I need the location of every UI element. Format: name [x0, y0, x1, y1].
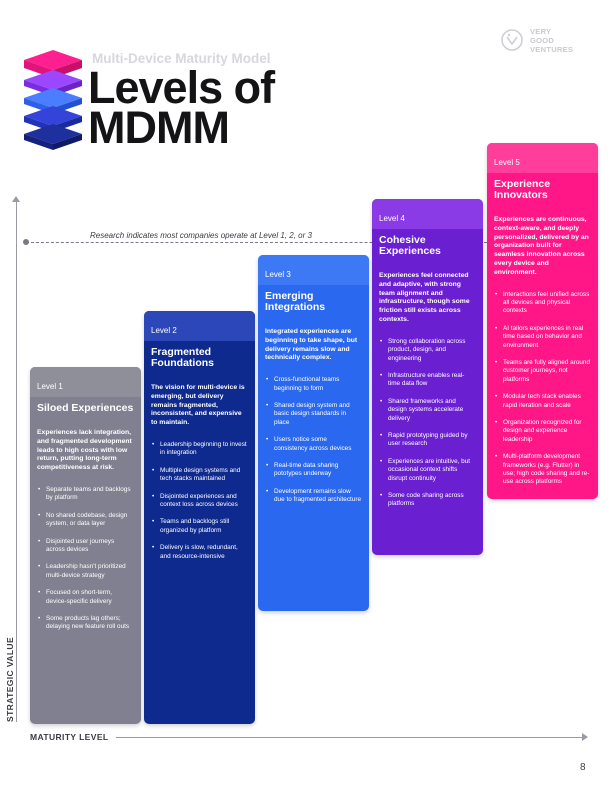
- brand-line-1: VERY: [530, 27, 552, 36]
- level-bullet-item: Some products lag others; delaying new f…: [37, 615, 134, 632]
- level-heading: Siloed Experiences: [37, 402, 134, 414]
- level-card-header: Level 3: [258, 255, 369, 285]
- level-bullets: Cross-functional teams beginning to form…: [265, 376, 362, 504]
- level-heading: Emerging Integrations: [265, 290, 326, 313]
- brand-line-3: VENTURES: [530, 45, 574, 54]
- level-bullets: Interactions feel unified across all dev…: [494, 291, 591, 487]
- level-card-body: Fragmented Foundations The vision for mu…: [144, 341, 255, 561]
- level-bullet-item: Leadership hasn't prioritized multi-devi…: [37, 563, 134, 580]
- level-bullet-item: Disjointed experiences and context loss …: [151, 493, 248, 510]
- level-bullet-item: Real-time data sharing pototypes underwa…: [265, 462, 362, 479]
- level-bullet-item: Separate teams and backlogs by platform: [37, 486, 134, 503]
- level-bullet-item: Strong collaboration across product, des…: [379, 338, 476, 363]
- level-card-4: Level 4 Cohesive Experiences Experiences…: [372, 199, 483, 555]
- level-heading: Experience Innovators: [494, 178, 551, 201]
- level-bullet-item: No shared codebase, design system, or da…: [37, 512, 134, 529]
- level-heading: Fragmented Foundations: [151, 346, 214, 369]
- level-bullet-item: Organization recognized for design and e…: [494, 419, 591, 444]
- level-bullet-item: Rapid prototyping guided by user researc…: [379, 432, 476, 449]
- level-bullet-item: Experiences are intuitive, but occasiona…: [379, 458, 476, 483]
- brand-wordmark: VERY GOOD VENTURES: [530, 27, 573, 54]
- level-bullet-item: Development remains slow due to fragment…: [265, 488, 362, 505]
- level-bullet-item: AI tailors experiences in real time base…: [494, 325, 591, 350]
- level-bullet-item: Focused on short-term, device-specific d…: [37, 589, 134, 606]
- level-bullet-item: Interactions feel unified across all dev…: [494, 291, 591, 316]
- title-line-2: MDMM: [88, 102, 230, 153]
- research-divider: [26, 242, 492, 243]
- level-description: Experiences feel connected and adaptive,…: [379, 272, 470, 323]
- level-bullet-item: Users notice some consistency across dev…: [265, 436, 362, 453]
- x-axis-arrow-icon: [582, 733, 588, 741]
- level-heading: Cohesive Experiences: [379, 234, 441, 257]
- research-note: Research indicates most companies operat…: [86, 231, 316, 240]
- brand-logo: VERY GOOD VENTURES: [500, 26, 580, 54]
- level-card-header: Level 2: [144, 311, 255, 341]
- x-axis-label: MATURITY LEVEL: [30, 732, 109, 742]
- level-bullet-item: Cross-functional teams beginning to form: [265, 376, 362, 393]
- level-bullet-item: Multiple design systems and tech stacks …: [151, 467, 248, 484]
- level-bullet-item: Shared frameworks and design systems acc…: [379, 398, 476, 423]
- page-number: 8: [580, 762, 586, 773]
- level-card-body: Emerging Integrations Integrated experie…: [258, 285, 369, 505]
- page-title: Levels of MDMM: [88, 62, 275, 153]
- level-description: Integrated experiences are beginning to …: [265, 328, 358, 362]
- level-card-body: Experience Innovators Experiences are co…: [487, 173, 598, 487]
- level-bullet-item: Multi-platform development frameworks (e…: [494, 453, 591, 487]
- level-bullet-item: Disjointed user journeys across devices: [37, 538, 134, 555]
- level-bullets: Strong collaboration across product, des…: [379, 338, 476, 509]
- level-bullets: Leadership beginning to invest in integr…: [151, 441, 248, 561]
- level-card-body: Siloed Experiences Experiences lack inte…: [30, 397, 141, 632]
- mdmm-logo-icon: [24, 50, 82, 150]
- level-description: Experiences are continuous, context-awar…: [494, 216, 589, 276]
- level-description: Experiences lack integration, and fragme…: [37, 429, 132, 472]
- title-line-1: Levels of: [88, 62, 275, 113]
- y-axis-label: STRATEGIC VALUE: [5, 636, 15, 722]
- level-card-1: Level 1 Siloed Experiences Experiences l…: [30, 367, 141, 724]
- level-bullet-item: Leadership beginning to invest in integr…: [151, 441, 248, 458]
- x-axis-line: [116, 737, 582, 738]
- brand-line-2: GOOD: [530, 36, 555, 45]
- level-bullet-item: Teams are fully aligned around customer …: [494, 359, 591, 384]
- level-bullet-item: Modular tech stack enables rapid iterati…: [494, 393, 591, 410]
- level-description: The vision for multi-device is emerging,…: [151, 384, 245, 427]
- level-card-3: Level 3 Emerging Integrations Integrated…: [258, 255, 369, 611]
- level-bullets: Separate teams and backlogs by platformN…: [37, 486, 134, 632]
- level-card-header: Level 1: [30, 367, 141, 397]
- level-card-header: Level 4: [372, 199, 483, 229]
- research-start-dot: [23, 239, 29, 245]
- brand-mark-icon: [501, 29, 523, 51]
- level-card-2: Level 2 Fragmented Foundations The visio…: [144, 311, 255, 724]
- level-bullet-item: Delivery is slow, redundant, and resourc…: [151, 544, 248, 561]
- page-subtitle: Multi-Device Maturity Model: [92, 51, 271, 66]
- level-card-header: Level 5: [487, 143, 598, 173]
- level-bullet-item: Teams and backlogs still organized by pl…: [151, 518, 248, 535]
- level-bullet-item: Infrastructure enables real-time data fl…: [379, 372, 476, 389]
- level-card-5: Level 5 Experience Innovators Experience…: [487, 143, 598, 499]
- level-card-body: Cohesive Experiences Experiences feel co…: [372, 229, 483, 509]
- level-bullet-item: Some code sharing across platforms: [379, 492, 476, 509]
- y-axis-line: [16, 200, 17, 722]
- level-bullet-item: Shared design system and basic design st…: [265, 402, 362, 427]
- y-axis-arrow-icon: [12, 196, 20, 202]
